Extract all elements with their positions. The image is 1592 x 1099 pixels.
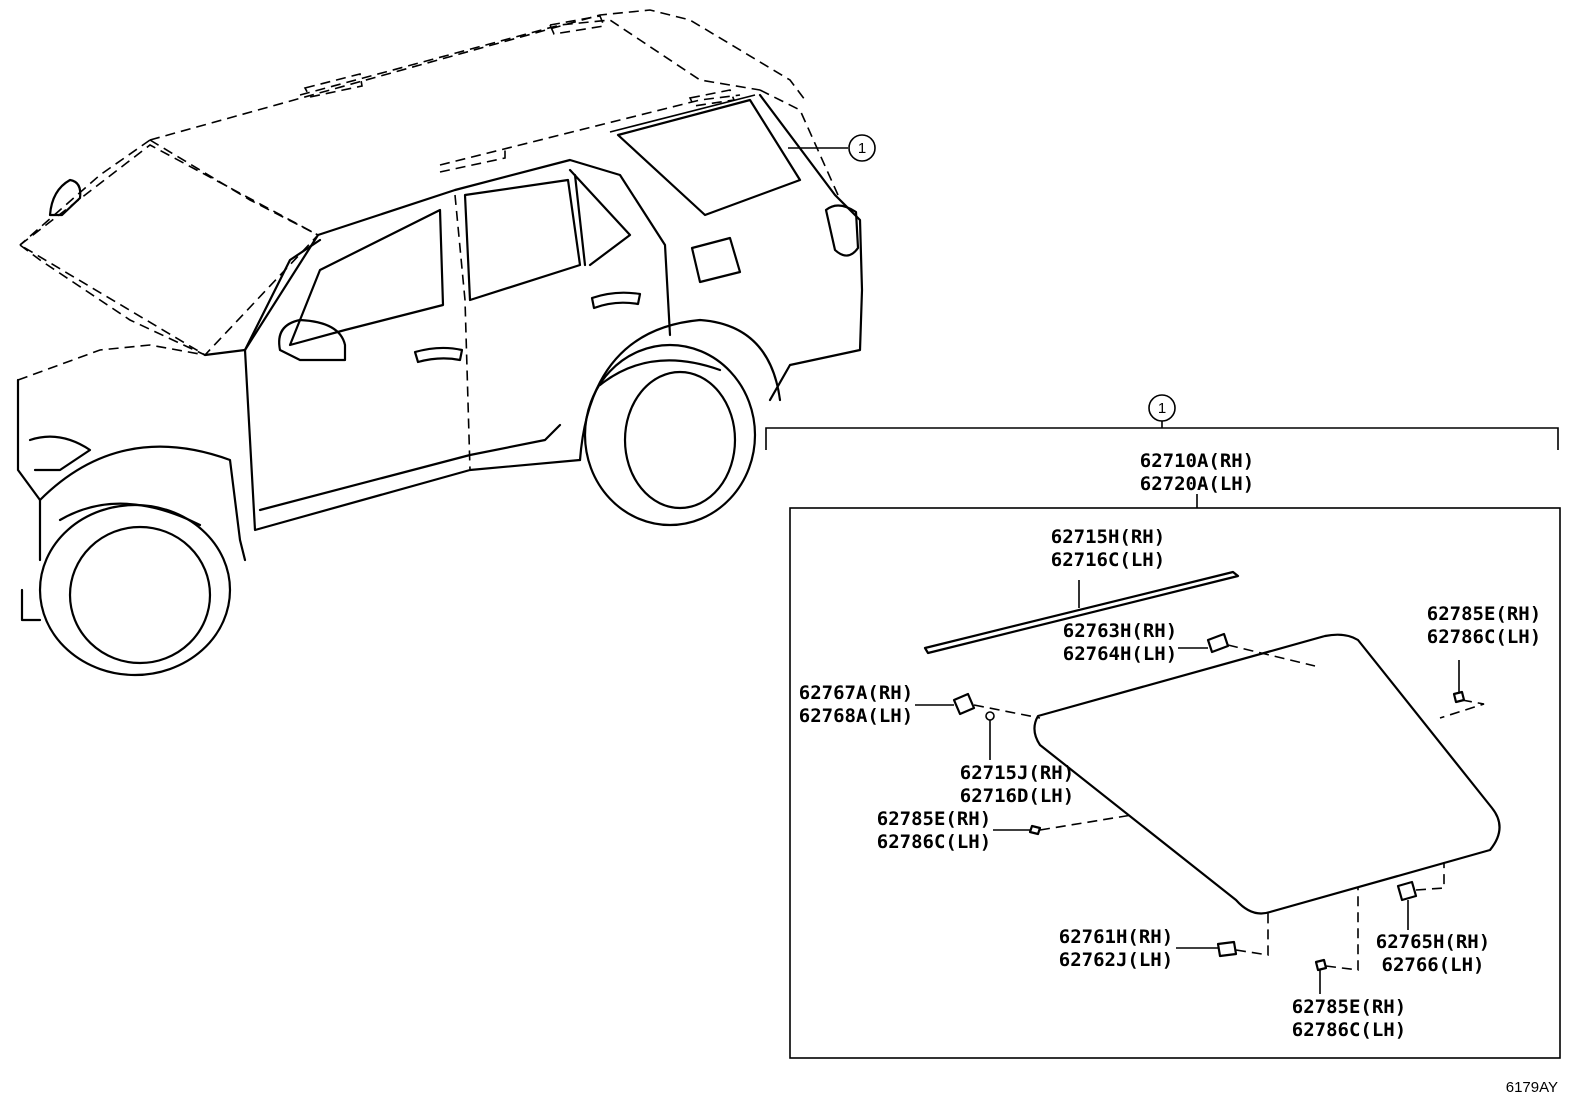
pin-left-label-lh: 62716D(LH): [960, 785, 1074, 807]
clip-top-icon: [1206, 632, 1230, 654]
clip-bottom-label-lh: 62762J(LH): [1059, 949, 1173, 971]
svg-text:1: 1: [1158, 400, 1166, 417]
clip-left-icon: [952, 692, 976, 716]
clip-bottom-right-label-rh: 62765H(RH): [1376, 931, 1490, 953]
quarter-glass: [1033, 633, 1501, 915]
molding-label-rh: 62715H(RH): [1051, 526, 1165, 548]
pin-left-icon: [985, 711, 995, 721]
spacer-right-label-lh: 62786C(LH): [1427, 626, 1541, 648]
assembly-label-lh: 62720A(LH): [1140, 473, 1254, 495]
svg-text:1: 1: [858, 140, 866, 157]
molding-label-lh: 62716C(LH): [1051, 549, 1165, 571]
clip-bottom-icon: [1216, 940, 1238, 958]
diagram-code: 6179AY: [1506, 1079, 1558, 1096]
detail-frame: [789, 507, 1561, 1059]
callout-marker-vehicle: 1: [848, 134, 876, 162]
clip-bottom-right-label-lh: 62766(LH): [1382, 954, 1485, 976]
spacer-right-label-rh: 62785E(RH): [1427, 603, 1541, 625]
spacer-bottom-label-rh: 62785E(RH): [1292, 996, 1406, 1018]
assembly-label-rh: 62710A(RH): [1140, 450, 1254, 472]
molding-strip: [923, 570, 1240, 655]
clip-bottom-right-icon: [1396, 880, 1418, 902]
clip-top-label-lh: 62764H(LH): [1063, 643, 1177, 665]
callout-marker-detail: 1: [1148, 394, 1176, 422]
pin-left-label-rh: 62715J(RH): [960, 762, 1074, 784]
spacer-left-label-rh: 62785E(RH): [877, 808, 991, 830]
clip-bottom-label-rh: 62761H(RH): [1059, 926, 1173, 948]
clip-left-label-lh: 62768A(LH): [799, 705, 913, 727]
spacer-left-icon: [1028, 824, 1042, 836]
spacer-bottom-label-lh: 62786C(LH): [1292, 1019, 1406, 1041]
spacer-left-label-lh: 62786C(LH): [877, 831, 991, 853]
detail-bracket: [765, 427, 1559, 450]
clip-top-label-rh: 62763H(RH): [1063, 620, 1177, 642]
vehicle-illustration: [16, 9, 864, 677]
spacer-bottom-icon: [1314, 958, 1328, 972]
clip-left-label-rh: 62767A(RH): [799, 682, 913, 704]
